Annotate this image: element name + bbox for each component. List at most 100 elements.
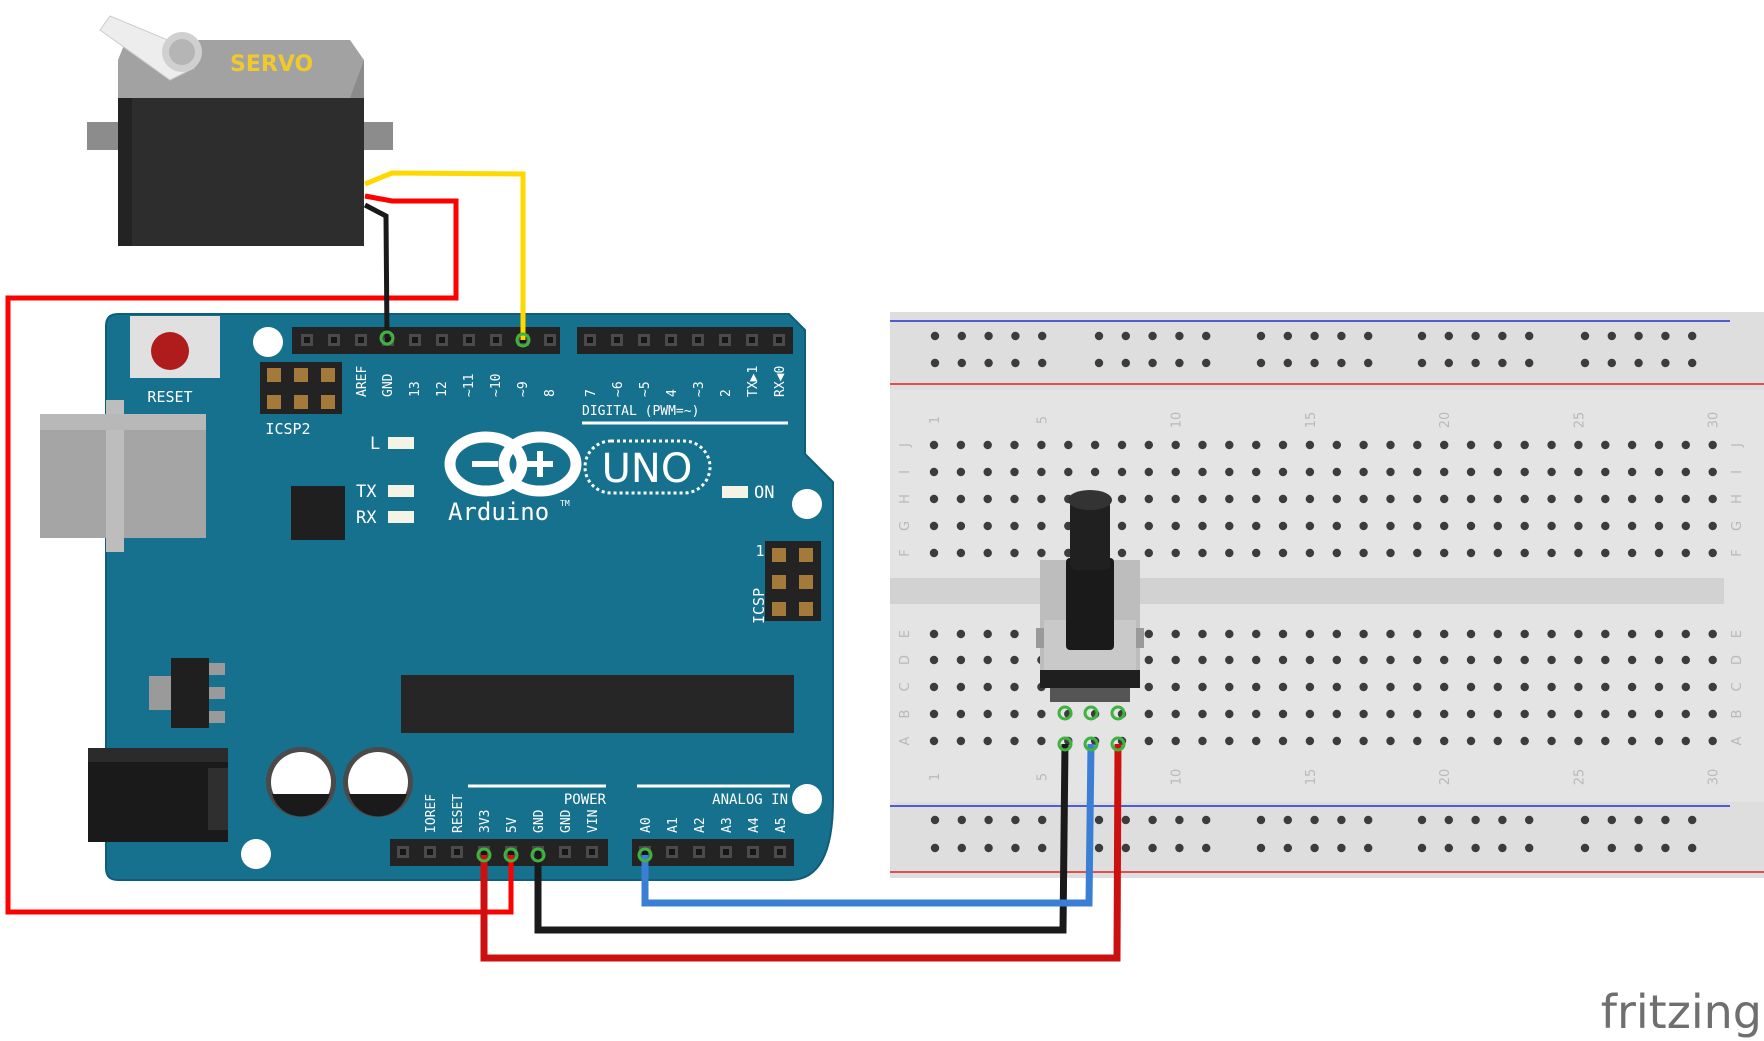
- breadboard-hole[interactable]: [1252, 682, 1261, 692]
- breadboard-hole[interactable]: [1198, 709, 1207, 719]
- rail-hole[interactable]: [957, 815, 966, 825]
- breadboard-hole[interactable]: [1117, 440, 1127, 450]
- breadboard-hole[interactable]: [1440, 548, 1449, 558]
- breadboard-hole[interactable]: [1332, 629, 1342, 639]
- breadboard-hole[interactable]: [1440, 494, 1449, 504]
- breadboard-hole[interactable]: [1252, 467, 1261, 477]
- rail-hole[interactable]: [1256, 358, 1266, 368]
- rail-hole[interactable]: [1148, 358, 1157, 368]
- breadboard-hole[interactable]: [1601, 655, 1610, 665]
- breadboard-hole[interactable]: [1386, 440, 1395, 450]
- breadboard-hole[interactable]: [929, 521, 939, 531]
- icsp-pin[interactable]: [772, 602, 786, 616]
- rail-hole[interactable]: [1256, 331, 1266, 341]
- reset-button-cap[interactable]: [151, 332, 189, 370]
- breadboard-hole[interactable]: [929, 682, 939, 692]
- rail-hole[interactable]: [930, 843, 940, 853]
- breadboard-hole[interactable]: [1601, 467, 1610, 477]
- icsp-pin[interactable]: [321, 368, 335, 382]
- rail-hole[interactable]: [1283, 815, 1293, 825]
- breadboard-hole[interactable]: [1305, 655, 1315, 665]
- rail-hole[interactable]: [1471, 331, 1480, 341]
- rail-hole[interactable]: [1310, 843, 1319, 853]
- breadboard-hole[interactable]: [1117, 548, 1127, 558]
- breadboard-hole[interactable]: [1466, 629, 1476, 639]
- breadboard-hole[interactable]: [1466, 467, 1476, 477]
- breadboard-hole[interactable]: [1520, 736, 1529, 746]
- breadboard-hole[interactable]: [1708, 736, 1717, 746]
- breadboard-hole[interactable]: [956, 467, 966, 477]
- icsp-pin[interactable]: [799, 548, 813, 562]
- breadboard-hole[interactable]: [1278, 548, 1288, 558]
- breadboard-hole[interactable]: [1386, 629, 1395, 639]
- breadboard-hole[interactable]: [929, 440, 939, 450]
- breadboard-hole[interactable]: [1037, 494, 1046, 504]
- breadboard-hole[interactable]: [1627, 440, 1637, 450]
- breadboard-hole[interactable]: [1171, 655, 1180, 665]
- breadboard-hole[interactable]: [1601, 521, 1610, 531]
- breadboard-hole[interactable]: [1627, 682, 1637, 692]
- breadboard-hole[interactable]: [1654, 467, 1664, 477]
- breadboard-hole[interactable]: [1252, 655, 1261, 665]
- breadboard-hole[interactable]: [1493, 494, 1503, 504]
- breadboard-hole[interactable]: [1359, 655, 1368, 665]
- breadboard-hole[interactable]: [1359, 682, 1368, 692]
- breadboard-hole[interactable]: [1654, 736, 1664, 746]
- breadboard-hole[interactable]: [1574, 467, 1583, 477]
- rail-hole[interactable]: [957, 843, 966, 853]
- breadboard-hole[interactable]: [1601, 548, 1610, 558]
- rail-hole[interactable]: [1364, 331, 1373, 341]
- breadboard-hole[interactable]: [1574, 521, 1583, 531]
- breadboard-hole[interactable]: [1332, 467, 1342, 477]
- breadboard-hole[interactable]: [1466, 736, 1476, 746]
- breadboard-hole[interactable]: [956, 521, 966, 531]
- breadboard-hole[interactable]: [1440, 521, 1449, 531]
- breadboard-hole[interactable]: [1225, 709, 1234, 719]
- rail-hole[interactable]: [1580, 331, 1590, 341]
- breadboard-hole[interactable]: [983, 521, 992, 531]
- breadboard-hole[interactable]: [929, 548, 939, 558]
- breadboard-hole[interactable]: [1305, 548, 1315, 558]
- breadboard-hole[interactable]: [1171, 709, 1180, 719]
- breadboard-hole[interactable]: [1493, 440, 1503, 450]
- rail-hole[interactable]: [1525, 331, 1534, 341]
- rail-hole[interactable]: [1202, 331, 1211, 341]
- rail-hole[interactable]: [1038, 843, 1047, 853]
- breadboard-hole[interactable]: [1225, 682, 1234, 692]
- rail-hole[interactable]: [1011, 358, 1020, 368]
- icsp-pin[interactable]: [799, 602, 813, 616]
- rail-hole[interactable]: [1580, 358, 1590, 368]
- breadboard-hole[interactable]: [1278, 629, 1288, 639]
- icsp-pin[interactable]: [772, 548, 786, 562]
- breadboard-hole[interactable]: [1332, 494, 1342, 504]
- breadboard-hole[interactable]: [1171, 736, 1180, 746]
- breadboard-hole[interactable]: [1225, 440, 1234, 450]
- breadboard-hole[interactable]: [1386, 467, 1395, 477]
- rail-hole[interactable]: [1310, 815, 1319, 825]
- breadboard-hole[interactable]: [1010, 629, 1019, 639]
- breadboard-hole[interactable]: [1440, 655, 1449, 665]
- icsp-pin[interactable]: [267, 395, 281, 409]
- rail-hole[interactable]: [1121, 843, 1131, 853]
- breadboard-hole[interactable]: [1252, 440, 1261, 450]
- rail-hole[interactable]: [1634, 331, 1643, 341]
- breadboard-hole[interactable]: [983, 629, 992, 639]
- rail-hole[interactable]: [1417, 358, 1427, 368]
- breadboard-hole[interactable]: [1225, 655, 1234, 665]
- breadboard-hole[interactable]: [1144, 440, 1154, 450]
- breadboard-hole[interactable]: [1627, 629, 1637, 639]
- rail-hole[interactable]: [1283, 843, 1293, 853]
- breadboard-hole[interactable]: [1386, 709, 1395, 719]
- breadboard-hole[interactable]: [1493, 629, 1503, 639]
- rail-hole[interactable]: [1175, 331, 1184, 341]
- breadboard-hole[interactable]: [1520, 521, 1529, 531]
- breadboard-hole[interactable]: [1198, 629, 1207, 639]
- rail-hole[interactable]: [1175, 843, 1184, 853]
- rail-hole[interactable]: [1525, 358, 1534, 368]
- breadboard-hole[interactable]: [1010, 682, 1019, 692]
- rail-hole[interactable]: [957, 331, 966, 341]
- breadboard-hole[interactable]: [1010, 548, 1019, 558]
- rail-hole[interactable]: [1498, 331, 1507, 341]
- breadboard-hole[interactable]: [929, 629, 939, 639]
- breadboard-hole[interactable]: [1359, 494, 1368, 504]
